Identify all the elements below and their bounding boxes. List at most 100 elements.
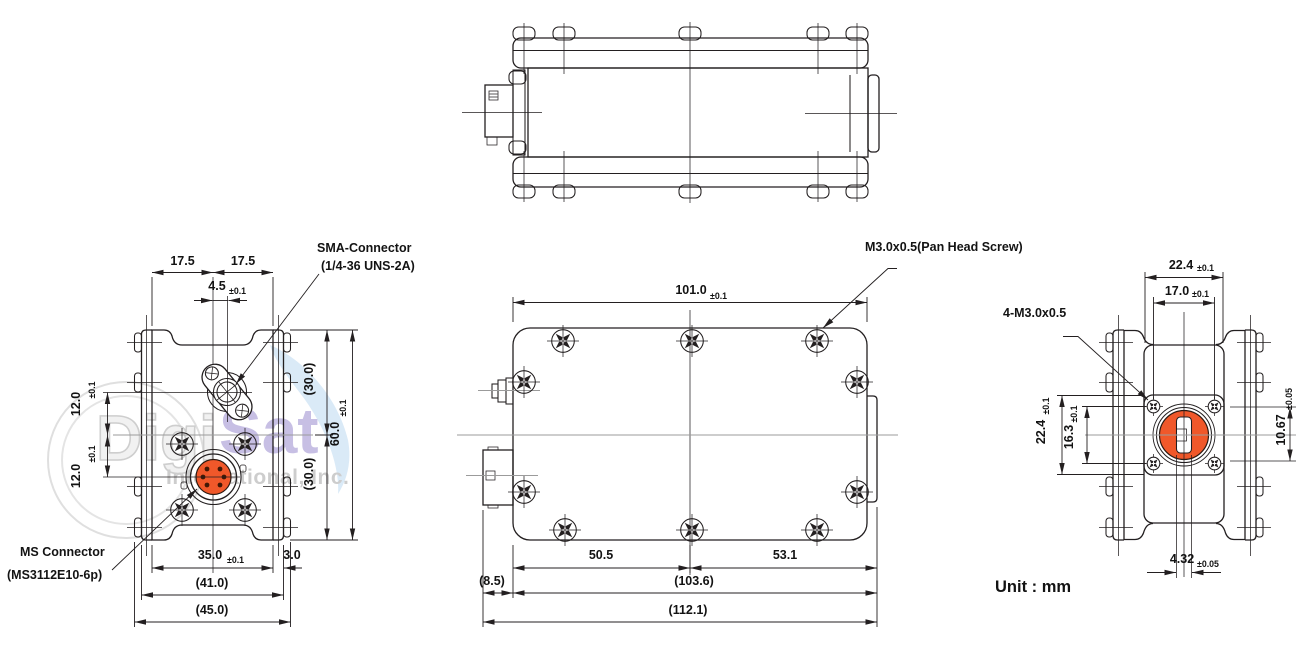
dim-tolerance: ±0.1	[87, 445, 97, 462]
dim-tolerance: ±0.1	[710, 291, 727, 301]
dim-22-4-side: 22.4 ±0.1	[1034, 395, 1144, 475]
side-view-front-boss	[867, 395, 878, 503]
top-view-mounting-tabs	[512, 26, 869, 199]
front-view: 17.5 17.5 4.5 ±0.1 12.0 ±0.1 12.0 ±0.1	[7, 241, 415, 627]
ms-leader-line	[111, 488, 198, 571]
top-view-centerlines	[523, 22, 858, 203]
watermark-ring-outer	[47, 381, 205, 539]
dim-tolerance: ±0.1	[1041, 397, 1051, 414]
label-sma-connector: SMA-Connector (1/4-36 UNS-2A)	[235, 241, 415, 385]
dim-text: (8.5)	[479, 574, 505, 588]
sma-leader-line	[235, 273, 320, 385]
unit-note: Unit : mm	[995, 578, 1071, 596]
top-view-body	[512, 37, 869, 188]
pan-head-screw	[548, 513, 582, 547]
dim-tolerance: ±0.05	[1284, 388, 1294, 410]
dim-tolerance: ±0.1	[1197, 263, 1214, 273]
dim-text: 17.0	[1165, 284, 1189, 298]
pan-head-screw	[675, 513, 709, 547]
pan-head-screw-leader	[822, 268, 897, 329]
dim-12-0-lower: 12.0 ±0.1	[69, 435, 240, 488]
dim-text: (30.0)	[302, 458, 316, 491]
m3-screws-leader	[1063, 336, 1149, 401]
dim-45-0: (45.0)	[134, 542, 291, 627]
dim-text: 22.4	[1034, 420, 1048, 444]
dim-16-3: 16.3 ±0.1	[1062, 405, 1146, 464]
m3-screw	[1204, 453, 1225, 474]
label-pan-head-screw: M3.0x0.5(Pan Head Screw)	[822, 240, 1023, 329]
top-view	[462, 22, 897, 203]
watermark-ring-inner	[61, 395, 191, 525]
label-4-m3-screws: 4-M3.0x0.5	[1003, 306, 1149, 401]
front-view-centerlines	[113, 277, 313, 573]
pan-head-screw	[840, 365, 874, 399]
dim-text: 53.1	[773, 548, 797, 562]
end-view: 22.4 ±0.1 17.0 ±0.1 22.4 ±0.1 16.3 ±0.1	[1003, 258, 1296, 578]
dim-8-5: (8.5)	[479, 510, 513, 627]
dim-tolerance: ±0.1	[338, 399, 348, 416]
ms-connector-label-line1: MS Connector	[20, 545, 105, 559]
top-view-rear-connector	[462, 69, 542, 156]
m3-screw	[1143, 396, 1164, 417]
watermark-swoosh	[270, 345, 350, 494]
dim-text: 12.0	[69, 464, 83, 488]
sma-connector-label-line2: (1/4-36 UNS-2A)	[321, 259, 415, 273]
dim-text: 4.32	[1170, 552, 1194, 566]
ms-connector-label-line2: (MS3112E10-6p)	[7, 568, 102, 582]
dim-22-4-top: 22.4 ±0.1	[1144, 258, 1224, 343]
pan-head-screw	[546, 324, 580, 358]
dim-tolerance: ±0.1	[1192, 289, 1209, 299]
dim-30-0-upper: (30.0)	[302, 330, 330, 435]
side-view-centerlines	[457, 310, 898, 575]
side-view: 101.0 ±0.1 M3.0x0.5(Pan Head Screw) 50.5…	[457, 240, 1023, 627]
label-ms-connector: MS Connector (MS3112E10-6p)	[7, 488, 198, 582]
watermark-word-part1: Digi	[96, 402, 217, 474]
dim-text: (45.0)	[196, 603, 229, 617]
dim-101-0: 101.0 ±0.1	[512, 283, 868, 322]
end-view-centerlines	[1085, 312, 1296, 577]
m3-screw	[1204, 396, 1225, 417]
dim-text: 16.3	[1062, 425, 1076, 449]
dim-112-1: (112.1)	[483, 603, 877, 625]
dim-12-0-upper: 12.0 ±0.1	[69, 381, 252, 435]
dim-text: 50.5	[589, 548, 613, 562]
dim-tolerance: ±0.1	[1069, 405, 1079, 422]
pan-head-screw	[840, 475, 874, 509]
dim-3-0: 3.0	[283, 548, 302, 571]
dim-text: 22.4	[1169, 258, 1193, 272]
sma-connector-label-line1: SMA-Connector	[317, 241, 412, 255]
watermark-subtitle: International, Inc.	[166, 466, 349, 489]
dim-text: 3.0	[283, 548, 300, 562]
pan-head-screw	[675, 324, 709, 358]
dim-text: (30.0)	[302, 363, 316, 396]
pan-head-screw	[800, 513, 834, 547]
pan-head-screw	[800, 324, 834, 358]
dim-4-5: 4.5 ±0.1	[194, 279, 247, 422]
dim-text: (41.0)	[196, 576, 229, 590]
dim-53-1: 53.1	[690, 548, 877, 571]
dim-text: 10.67	[1274, 414, 1288, 445]
dim-17-0: 17.0 ±0.1	[1153, 284, 1215, 399]
dim-41-0: (41.0)	[141, 545, 284, 600]
dim-4-32: 4.32 ±0.05	[1147, 455, 1221, 578]
dim-10-67: 10.67 ±0.05	[1230, 388, 1296, 462]
dim-17-5-right: 17.5	[213, 254, 274, 326]
pan-head-screw	[228, 493, 262, 527]
dim-tolerance: ±0.1	[87, 381, 97, 398]
dim-text: 12.0	[69, 392, 83, 416]
side-view-rear-connectors	[466, 377, 540, 509]
pan-head-screw-label: M3.0x0.5(Pan Head Screw)	[865, 240, 1023, 254]
dim-text: 101.0	[675, 283, 706, 297]
dim-17-5-left: 17.5	[151, 254, 213, 326]
dim-50-5: 50.5	[512, 545, 691, 598]
top-view-front-boss	[805, 74, 897, 153]
dim-tolerance: ±0.1	[229, 286, 246, 296]
dim-tolerance: ±0.1	[227, 555, 244, 565]
dim-text: (112.1)	[669, 603, 708, 617]
dim-103-6: (103.6)	[513, 507, 878, 627]
dim-text: 35.0	[198, 548, 222, 562]
dim-30-0-lower: (30.0)	[302, 435, 330, 540]
dim-tolerance: ±0.05	[1197, 559, 1219, 569]
m3-screws-label: 4-M3.0x0.5	[1003, 306, 1066, 320]
